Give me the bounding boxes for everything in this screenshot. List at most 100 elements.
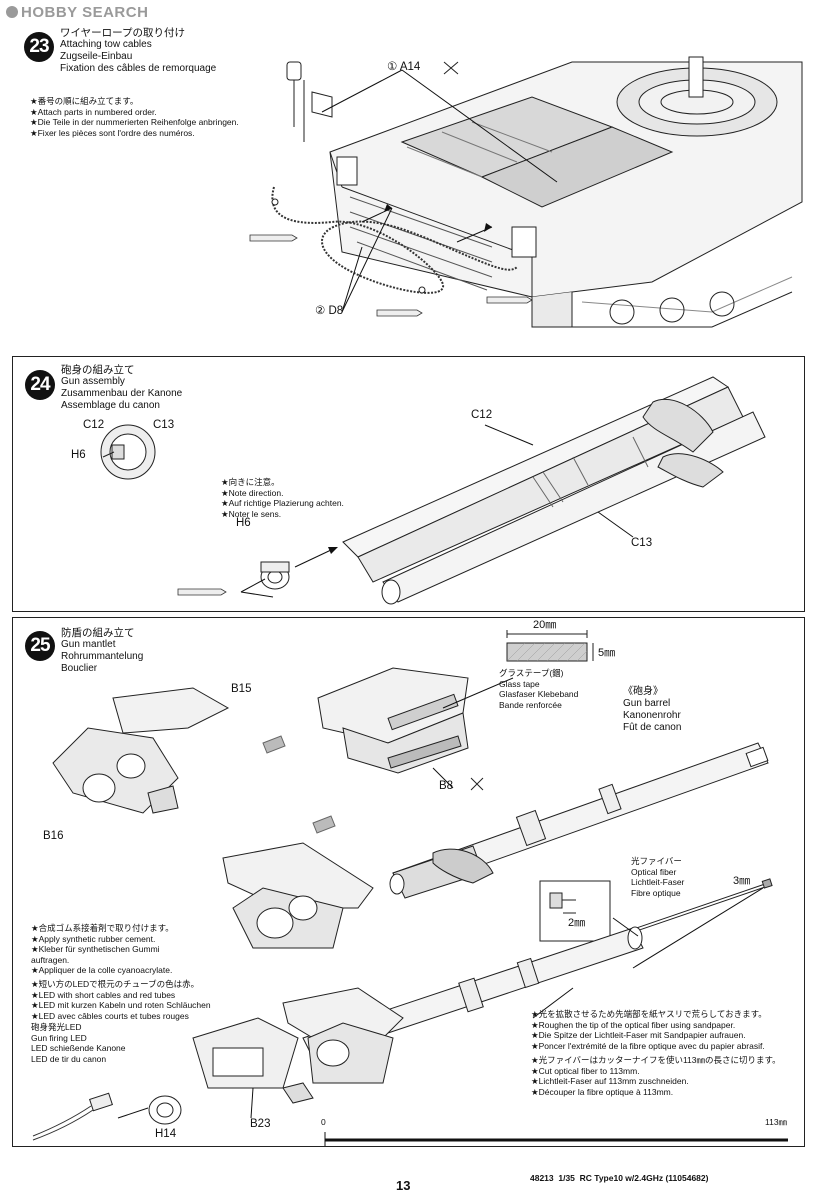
step-24-note: ★向きに注意。 ★Note direction. ★Auf richtige P…	[221, 477, 344, 519]
step-24-diagram	[100, 376, 766, 605]
glass-tape-line: Glass tape	[499, 678, 540, 689]
note-line: ★Die Teile in der nummerierten Reihenfol…	[30, 117, 239, 127]
knife-icon	[470, 777, 484, 791]
roughen-note-line: ★光を拡散させるため先端部を紙ヤスリで荒らしておきます。	[531, 1009, 767, 1019]
cement-note-line: ★Apply synthetic rubber cement.	[31, 933, 156, 944]
part-c12-end-label: C12	[83, 419, 105, 431]
optical-fiber-line: Optical fiber	[631, 866, 677, 877]
step-23-title-de: Zugseile-Einbau	[60, 51, 133, 62]
step-24-title-fr: Assemblage du canon	[61, 400, 160, 411]
part-b23-label: B23	[250, 1118, 271, 1130]
roughen-note-line: ★Poncer l'extrémité de la fibre optique …	[531, 1040, 765, 1051]
watermark-text: HOBBY SEARCH	[21, 4, 149, 21]
gun-led-line: Gun firing LED	[31, 1032, 87, 1043]
part-b8-label: B8	[439, 780, 454, 792]
note-line: ★Auf richtige Plazierung achten.	[221, 498, 344, 508]
part-h14-label: H14	[155, 1128, 177, 1140]
gun-barrel-line: Gun barrel	[623, 698, 671, 709]
gun-barrel-label: 《砲身》 Gun barrel Kanonenrohr Fût de canon	[623, 686, 681, 734]
note-line: ★向きに注意。	[221, 477, 280, 487]
optical-fiber-line: Fibre optique	[631, 887, 681, 898]
cut-note-line: ★光ファイバーはカッターナイフを使い113㎜の長さに切ります。	[531, 1055, 781, 1065]
scale-length-label: 113㎜	[765, 1117, 788, 1127]
optical-fiber-line: 光ファイバー	[631, 856, 682, 866]
step-24-title-jp: 砲身の組み立て	[61, 364, 135, 376]
product-code: 48213 1/35 RC Type10 w/2.4GHz (11054682)	[530, 1173, 709, 1183]
part-a14-label: ① A14	[387, 61, 421, 73]
glass-tape-label: グラステープ(錮) Glass tape Glasfaser Klebeband…	[499, 668, 578, 710]
step-25-title-en: Gun mantlet	[61, 639, 116, 650]
part-b16-label: B16	[43, 830, 64, 842]
note-line: ★番号の順に組み立てます。	[30, 96, 139, 106]
glass-tape-line: グラステープ(錮)	[499, 668, 564, 678]
cut-note-line: ★Lichtleit-Faser auf 113mm zuschneiden.	[531, 1076, 689, 1086]
gun-led-label: 砲身発光LED Gun firing LED LED schießende Ka…	[31, 1022, 126, 1064]
step-23-diagram	[249, 56, 803, 328]
glass-tape-line: Bande renforcée	[499, 699, 562, 710]
cement-note-line: ★Kleber für synthetischen Gummi	[31, 944, 160, 954]
note-line: ★Attach parts in numbered order.	[30, 106, 157, 117]
step-23-title-en: Attaching tow cables	[60, 39, 152, 50]
note-line: ★Noter le sens.	[221, 508, 282, 519]
step-23-title-fr: Fixation des câbles de remorquage	[60, 63, 217, 74]
step-24-panel: 24 砲身の組み立て Gun assembly Zusammenbau der …	[12, 356, 805, 612]
cement-note: ★合成ゴム系接着剤で取り付けます。 ★Apply synthetic rubbe…	[31, 923, 174, 976]
page-number: 13	[396, 1178, 411, 1193]
step-25-title-fr: Bouclier	[61, 663, 98, 674]
led-note-line: ★LED avec câbles courts et tubes rouges	[31, 1010, 189, 1021]
part-d8-label: ② D8	[315, 305, 344, 317]
cut-note-line: ★Cut optical fiber to 113mm.	[531, 1065, 640, 1076]
step-23-panel: 23 ワイヤーロープの取り付け Attaching tow cables Zug…	[12, 22, 803, 348]
logo-icon	[6, 6, 18, 18]
step-25-diagram	[32, 630, 788, 1146]
step-24-number: 24	[25, 370, 55, 400]
step-25-title-jp: 防盾の組み立て	[61, 627, 135, 639]
gun-led-line: LED schießende Kanone	[31, 1043, 126, 1053]
cement-note-line: ★Appliquer de la colle cyanoacrylate.	[31, 965, 173, 975]
cut-note-line: ★Découper la fibre optique à 113mm.	[531, 1086, 674, 1097]
scale-zero-label: 0	[321, 1117, 326, 1127]
gun-barrel-line: 《砲身》	[623, 686, 663, 697]
optical-fiber-label: 光ファイバー Optical fiber Lichtleit-Faser Fib…	[631, 856, 684, 898]
step-23-number: 23	[24, 32, 54, 62]
step-24-title-en: Gun assembly	[61, 376, 125, 387]
gun-led-line: LED de tir du canon	[31, 1053, 107, 1064]
step-23-title-jp: ワイヤーロープの取り付け	[60, 27, 186, 39]
cut-note: ★光ファイバーはカッターナイフを使い113㎜の長さに切ります。 ★Cut opt…	[531, 1055, 781, 1097]
cement-note-line: auftragen.	[31, 954, 70, 965]
dim-20mm-label: 20㎜	[533, 619, 557, 631]
led-note-line: ★短い方のLEDで根元のチューブの色は赤。	[31, 979, 200, 989]
led-note: ★短い方のLEDで根元のチューブの色は赤。 ★LED with short ca…	[31, 979, 211, 1021]
cement-note-line: ★合成ゴム系接着剤で取り付けます。	[31, 923, 174, 933]
gun-barrel-line: Fût de canon	[623, 722, 682, 733]
step-24-title-de: Zusammenbau der Kanone	[61, 388, 183, 399]
step-25-title-de: Rohrummantelung	[61, 651, 144, 662]
part-c13-label: C13	[631, 537, 653, 549]
roughen-note-line: ★Die Spitze der Lichtleit-Faser mit Sand…	[531, 1030, 746, 1040]
dim-5mm-label: 5㎜	[598, 647, 616, 659]
step-25-number: 25	[25, 631, 55, 661]
led-note-line: ★LED with short cables and red tubes	[31, 989, 176, 1000]
dim-2mm-label: 2㎜	[568, 917, 586, 929]
part-h6-label: H6	[236, 517, 251, 529]
roughen-note-line: ★Roughen the tip of the optical fiber us…	[531, 1019, 736, 1030]
knife-icon	[443, 61, 459, 75]
gun-barrel-line: Kanonenrohr	[623, 710, 681, 721]
part-b15-label: B15	[231, 683, 252, 695]
step-24-titles: 砲身の組み立て Gun assembly Zusammenbau der Kan…	[61, 364, 182, 412]
gun-led-line: 砲身発光LED	[31, 1022, 82, 1032]
dim-3mm-label: 3㎜	[733, 875, 751, 887]
step-23-note: ★番号の順に組み立てます。 ★Attach parts in numbered …	[30, 96, 239, 138]
led-note-line: ★LED mit kurzen Kabeln und roten Schläuc…	[31, 1000, 211, 1010]
part-c13-end-label: C13	[153, 419, 175, 431]
optical-fiber-line: Lichtleit-Faser	[631, 877, 685, 887]
step-25-panel: 25 防盾の組み立て Gun mantlet Rohrummantelung B…	[12, 617, 805, 1147]
note-line: ★Fixer les pièces sont l'ordre des numér…	[30, 127, 195, 138]
part-h6-end-label: H6	[71, 449, 86, 461]
glass-tape-line: Glasfaser Klebeband	[499, 689, 579, 699]
step-25-titles: 防盾の組み立て Gun mantlet Rohrummantelung Bouc…	[61, 627, 143, 675]
step-23-titles: ワイヤーロープの取り付け Attaching tow cables Zugsei…	[60, 27, 216, 75]
note-line: ★Note direction.	[221, 487, 284, 498]
part-c12-label: C12	[471, 409, 493, 421]
watermark: HOBBY SEARCH	[6, 4, 148, 21]
